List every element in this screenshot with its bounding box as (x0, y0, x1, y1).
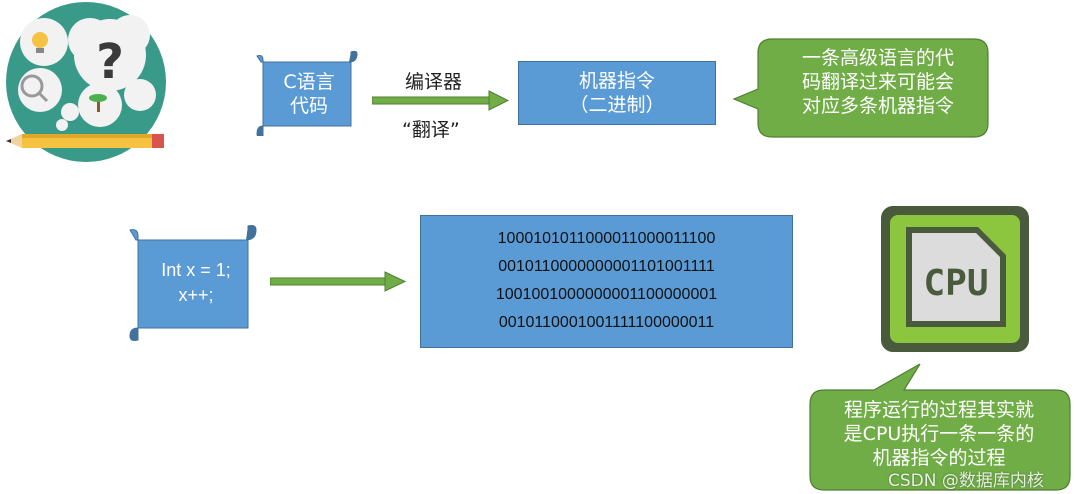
question-mark-icon: ? (96, 34, 124, 90)
bottom-note-line-3: 机器指令的过程 (872, 447, 1006, 469)
bottom-note-text: 程序运行的过程其实就 是CPU执行一条一条的 机器指令的过程 (812, 398, 1066, 470)
cpu-icon: CPU (881, 206, 1029, 352)
binary-line-4: 0010110001001111100000011 (498, 314, 715, 331)
cpu-icon-label: CPU (923, 263, 988, 304)
code-line-2: x++; (178, 285, 214, 305)
magnifier-icon (20, 74, 49, 103)
bottom-note-bubble (809, 363, 1071, 491)
compiler-label: 编译器 (405, 71, 463, 93)
machine-instruction-line-2: （二进制） (569, 94, 665, 116)
csdn-watermark: CSDN @数据库内核 (888, 471, 1044, 491)
code-line-1: Int x = 1; (161, 260, 231, 280)
bottom-note-line-2: 是CPU执行一条一条的 (843, 423, 1035, 445)
top-note-line-2: 码翻译过来可能会 (801, 71, 954, 93)
code-scroll (129, 225, 257, 341)
c-code-label: C语言 代码 (268, 70, 350, 118)
code-text: Int x = 1; x++; (140, 258, 252, 308)
c-code-label-line-2: 代码 (289, 95, 328, 117)
c-code-scroll (256, 50, 358, 136)
compile-arrow-bottom (270, 271, 407, 292)
bottom-note-line-1: 程序运行的过程其实就 (843, 399, 1034, 421)
top-note-line-1: 一条高级语言的代 (801, 47, 954, 69)
binary-code-box (420, 215, 793, 348)
compile-arrow (372, 90, 510, 111)
c-code-label-line-1: C语言 (283, 71, 335, 93)
thinking-illustration: ? (6, 2, 166, 162)
lightbulb-icon (32, 32, 48, 53)
palm-tree-icon (89, 94, 107, 112)
binary-line-1: 1000101011000011000011100 (497, 230, 716, 247)
machine-instruction-box: 机器指令 （二进制） (518, 61, 716, 125)
binary-line-3: 1001001000000001100000001 (495, 286, 718, 303)
binary-code-text: 1000101011000011000011100 00101100000000… (420, 225, 793, 337)
top-note-text: 一条高级语言的代 码翻译过来可能会 对应多条机器指令 (774, 46, 982, 118)
translate-label: “翻译” (402, 119, 460, 141)
top-note-line-3: 对应多条机器指令 (801, 95, 954, 117)
binary-line-2: 0010110000000001101001111 (498, 258, 715, 275)
pencil-icon (6, 134, 164, 148)
top-note-bubble (732, 38, 989, 138)
machine-instruction-line-1: 机器指令 (578, 70, 655, 92)
